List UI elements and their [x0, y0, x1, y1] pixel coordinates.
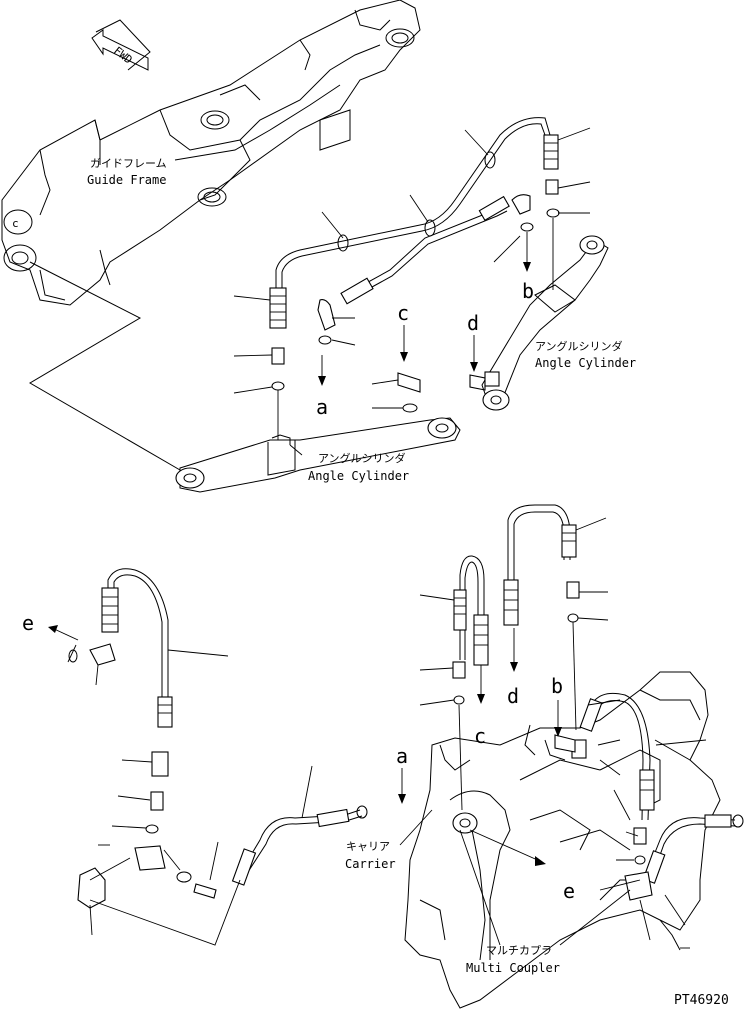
letter-arrows-carrier: a c d b e: [396, 628, 575, 903]
angle-cylinder-lower: [175, 417, 461, 493]
guide-frame-en-label: Guide Frame: [87, 173, 166, 187]
letter-a-carrier: a: [396, 744, 408, 768]
leader-lines-upper: [233, 127, 591, 409]
letter-c-marker: c: [12, 217, 19, 230]
letter-d-upper: d: [467, 311, 479, 335]
letter-a: a: [316, 395, 328, 419]
upper-hoses: [269, 117, 560, 440]
carrier-jp-label: キャリア: [346, 840, 390, 853]
carrier-en-label: Carrier: [345, 857, 396, 871]
letter-arrows-upper: a c d b: [316, 232, 534, 419]
carrier-hoses: [452, 504, 744, 901]
lower-left-hoses: [68, 568, 368, 946]
fwd-arrow: FWD: [91, 19, 151, 71]
multi-coupler-en-label: Multi Coupler: [466, 961, 560, 975]
letter-b-upper: b: [522, 279, 534, 303]
guide-frame-jp-label: ガイドフレーム: [90, 157, 167, 170]
fwd-label: FWD: [111, 44, 135, 66]
angle-cylinder-upper-en: Angle Cylinder: [535, 356, 636, 370]
letter-c-carrier: c: [474, 724, 486, 748]
letter-e-left: e: [22, 611, 79, 641]
angle-cylinder-lower-jp: アングルシリンダ: [318, 451, 406, 465]
angle-cylinder-upper-jp: アングルシリンダ: [535, 339, 623, 353]
leader-lines-lower-left: [67, 644, 313, 936]
letter-c-upper: c: [397, 301, 409, 325]
guide-frame: c: [1, 0, 421, 306]
letter-e-left-text: e: [22, 611, 34, 635]
leader-line: [29, 261, 181, 471]
angle-cylinder-upper: [481, 235, 609, 411]
multi-coupler-jp-label: マルチカプラ: [486, 944, 552, 957]
leader-lines-carrier: [419, 517, 707, 949]
letter-b-carrier: b: [551, 674, 563, 698]
angle-cylinder-lower-en: Angle Cylinder: [308, 469, 409, 483]
drawing-code: PT46920: [674, 993, 729, 1008]
carrier: [404, 671, 721, 1009]
letter-e-carrier: e: [563, 879, 575, 903]
letter-d-carrier: d: [507, 684, 519, 708]
